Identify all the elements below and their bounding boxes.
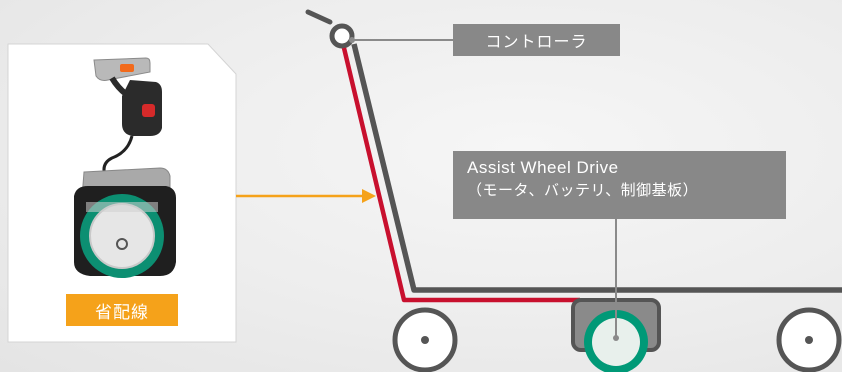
controller-icon: [93, 57, 162, 179]
wheel-icon: [392, 307, 458, 372]
drive-components: （モータ、バッテリ、制御基板）: [467, 181, 699, 199]
label-assist-wheel-drive: Assist Wheel Drive （モータ、バッテリ、制御基板）: [453, 151, 786, 219]
drive-leader-dot: [613, 335, 619, 341]
wheel-drive-icon: [74, 167, 176, 278]
arrow-icon: [236, 189, 376, 203]
drive-title: Assist Wheel Drive: [467, 158, 619, 177]
card-outline: [7, 43, 237, 343]
controller-leader-dot: [349, 37, 355, 43]
cable-line: [341, 47, 580, 303]
label-controller: コントローラ: [453, 24, 620, 56]
cart-frame: [305, 9, 842, 293]
badge-reduced-wiring: 省配線: [66, 294, 178, 326]
wheel-icon: [776, 307, 842, 372]
